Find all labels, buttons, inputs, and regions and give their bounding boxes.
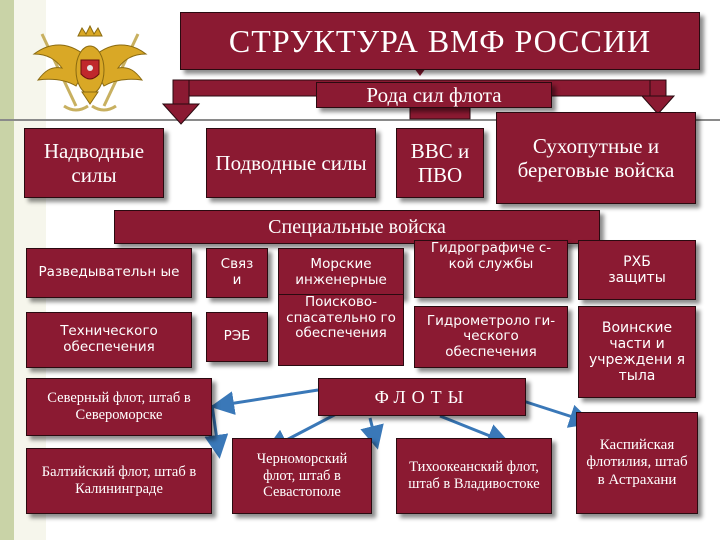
divider-line: [0, 119, 720, 121]
unit-rear: Воинские части и учреждени я тыла: [578, 306, 696, 398]
branch-submarine-forces: Подводные силы: [206, 128, 376, 198]
left-stripe: [0, 0, 14, 540]
page-title: СТРУКТУРА ВМФ РОССИИ: [180, 12, 700, 70]
fleet-baltic: Балтийский флот, штаб в Калининграде: [26, 448, 212, 514]
unit-technical: Технического обеспечения: [26, 312, 192, 368]
unit-comms: Связ и: [206, 248, 268, 298]
unit-ew: РЭБ: [206, 312, 268, 362]
fleet-pacific-text: Тихоокеанский флот, штаб в Владивостоке: [408, 459, 540, 492]
fleet-northern: Северный флот, штаб в Североморске: [26, 378, 212, 436]
unit-hydrographic: Гидрографиче с-кой службы: [414, 240, 568, 298]
fleet-black-sea: Черноморский флот, штаб в Севастополе: [232, 438, 372, 514]
unit-marine-engineers: Морские инженерные: [278, 248, 404, 298]
flotilla-caspian: Каспийская флотилия, штаб в Астрахани: [576, 412, 698, 514]
navy-emblem-icon: [32, 24, 148, 112]
branch-surface-forces: Надводные силы: [24, 128, 164, 198]
unit-recon: Разведывательн ые: [26, 248, 192, 298]
flotilla-caspian-text: Каспийская флотилия, штаб в Астрахани: [586, 437, 688, 488]
branch-coastal-troops: Сухопутные и береговые войска: [496, 112, 696, 204]
subtitle-box: Рода сил флота: [316, 82, 552, 108]
unit-search-rescue: Поисково-спасательно го обеспечения: [278, 294, 404, 366]
fleet-baltic-text: Балтийский флот, штаб в Калининграде: [41, 464, 197, 497]
unit-rkhb: РХБ защиты: [578, 240, 696, 300]
branch-air-defense: ВВС и ПВО: [396, 128, 484, 198]
unit-hydrometeo: Гидрометроло ги-ческого обеспечения: [414, 306, 568, 368]
fleet-pacific: Тихоокеанский флот, штаб в Владивостоке: [396, 438, 552, 514]
special-forces-box: Специальные войска: [114, 210, 600, 244]
fleets-label: ФЛОТЫ: [318, 378, 526, 416]
fleet-northern-text: Северный флот, штаб в Североморске: [47, 390, 191, 423]
fleet-black-sea-text: Черноморский флот, штаб в Севастополе: [256, 450, 348, 501]
